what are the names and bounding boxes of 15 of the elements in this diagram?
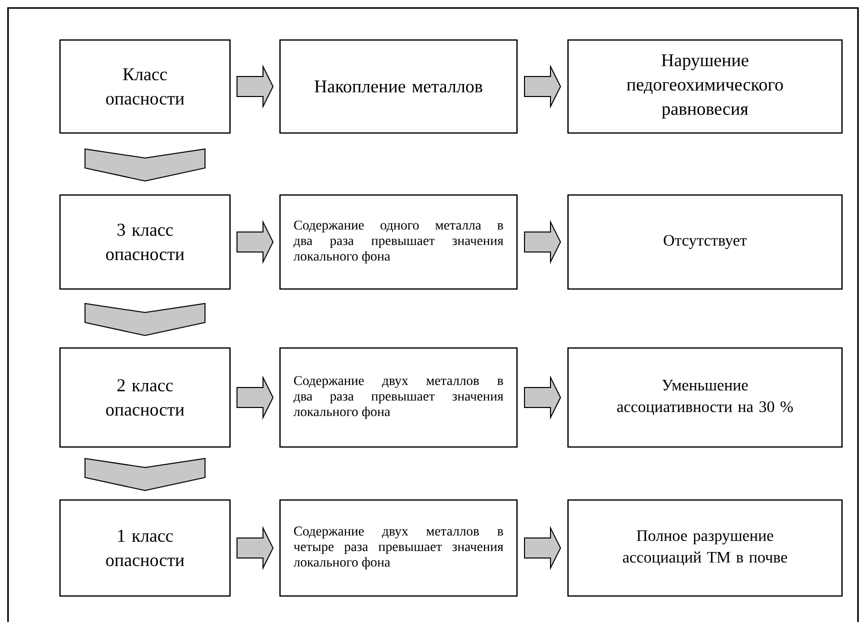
result-box: Уменьшение ассоциативности на 30 % xyxy=(567,347,843,448)
chevron-arrow xyxy=(84,148,206,182)
description-box: Содержание двух металлов в два раза превышает значения локального фона xyxy=(279,347,518,448)
label-box: 2 класс опасности xyxy=(59,347,231,448)
label-box: 1 класс опасности xyxy=(59,499,231,597)
label-box: Класс опасности xyxy=(59,39,231,134)
label-box: 3 класс опасности xyxy=(59,194,231,290)
result-box: Полное разрушение ассоциаций ТМ в почве xyxy=(567,499,843,597)
label-box: Нарушение педогеохимического равновесия xyxy=(567,39,843,134)
chevron-arrow xyxy=(84,458,206,491)
label-box: Накопление металлов xyxy=(279,39,518,134)
description-box: Содержание одного металла в два раза превышает значения локального фона xyxy=(279,194,518,290)
description-box: Содержание двух металлов в четыре раза превышает значения локального фона xyxy=(279,499,518,597)
result-box: Отсутствует xyxy=(567,194,843,290)
chevron-arrow xyxy=(84,302,206,336)
